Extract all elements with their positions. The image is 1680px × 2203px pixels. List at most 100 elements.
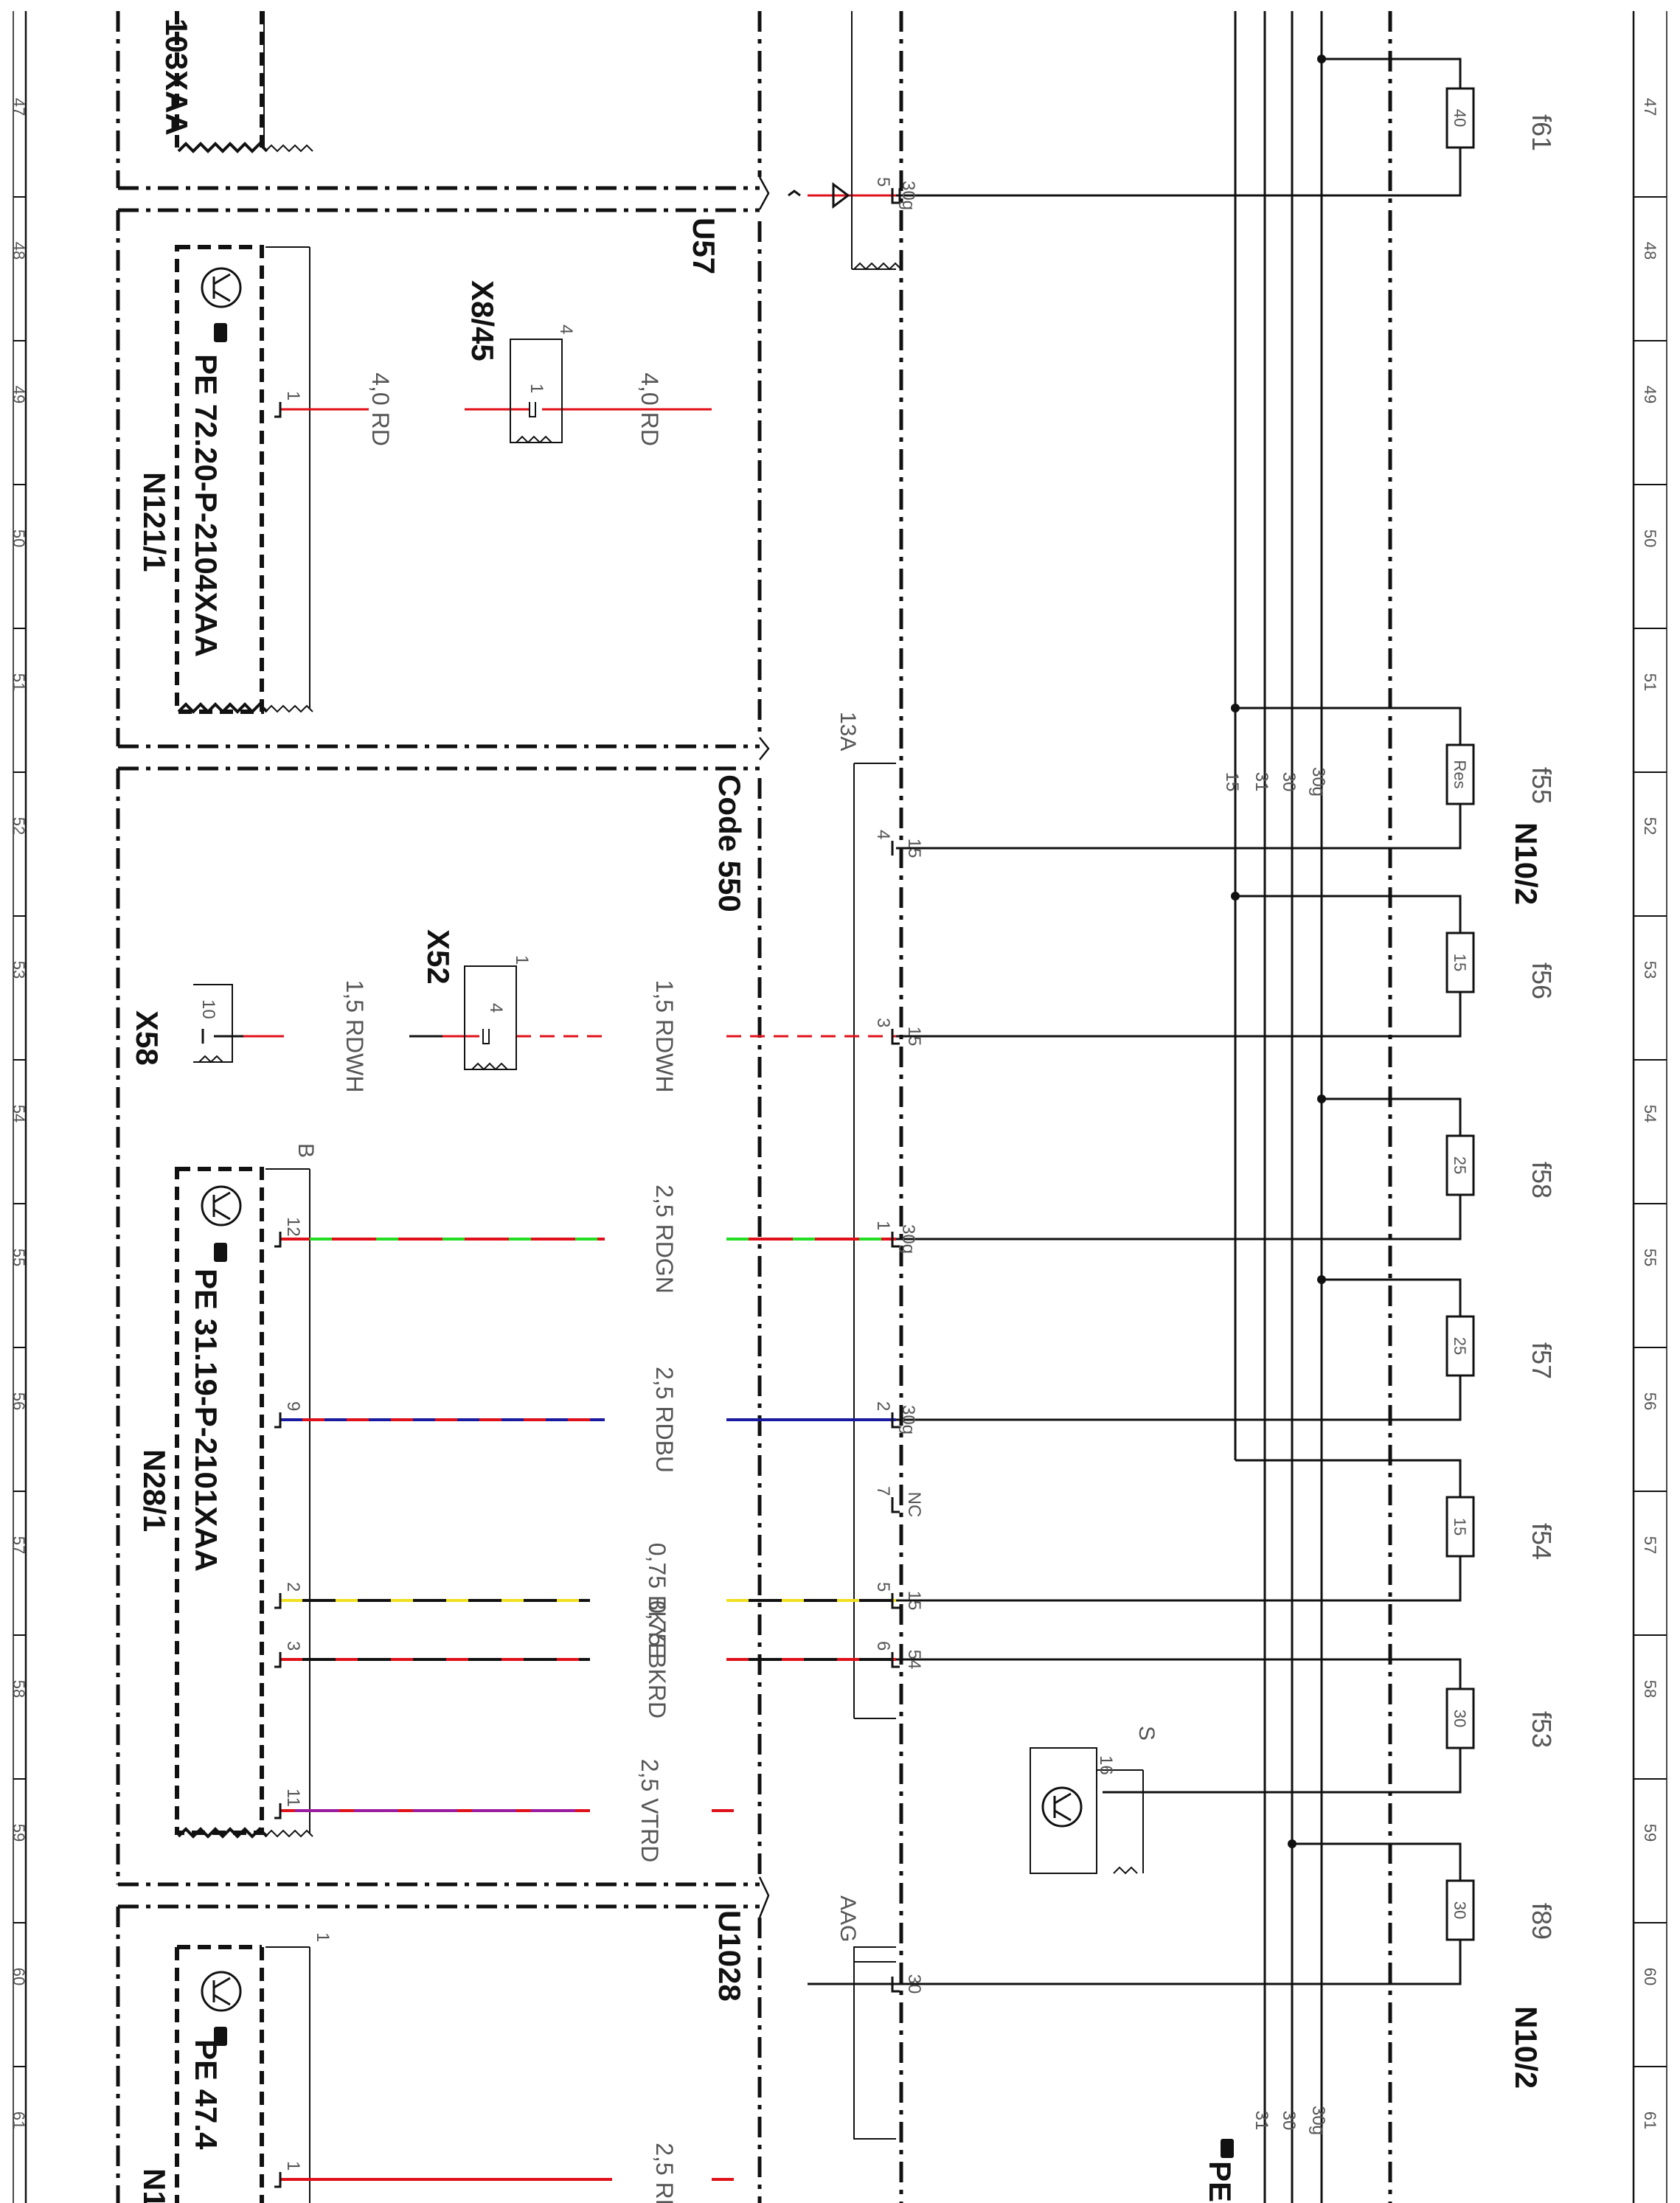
label-aag: AAG [836,1895,860,1942]
grid-label-left-49: 49 [10,386,28,403]
bus-label-bottom-31: 31 [1252,2111,1271,2131]
label-x8-45-pin1: 1 [527,384,546,393]
label-s: S [1134,1726,1159,1741]
fuse-name-f55: f55 [1527,767,1557,804]
grid-label-left-51: 51 [10,673,28,691]
boundary-breaks [758,176,770,1918]
grid-label-left-57: 57 [10,1536,28,1554]
wire-label-49a: 4,0 RD [367,372,394,446]
connector-brackets [851,11,896,2140]
pin-13a-5: 5 [873,1582,893,1592]
label-n121-1-ref: PE 72.20-P-2104XAA [189,354,223,657]
pin-bottom: 1 [283,2161,303,2171]
label-bottom-partial-ref: PE 47.4 [189,2039,223,2150]
term-15-a: 15 [904,839,924,858]
label-n10-2-bottom: N10/2 [1509,2006,1544,2089]
pin-13a-7: 7 [873,1486,893,1496]
fuse-f61 [1445,87,1475,149]
grid-label-left-59: 59 [10,1824,28,1842]
grid-label-left-60: 60 [10,1968,28,1985]
label-13a: 13A [836,712,860,751]
label-n10-2-top: N10/2 [1509,822,1544,905]
grid-label-left-50: 50 [10,530,28,547]
pin-13a-2: 2 [873,1401,893,1411]
label-x52: X52 [421,929,456,985]
grid-label-right-51: 51 [1641,673,1659,691]
grid-label-left-56: 56 [10,1392,28,1410]
pin-n28-3: 3 [283,1641,303,1651]
term-30g-a: 30g [898,181,918,210]
grid-label-left-48: 48 [10,242,28,260]
wire-label-58: 0,75 BKRD [644,1600,670,1718]
fuse-rating-f58: 25 [1451,1156,1469,1174]
fuse-name-f89: f89 [1527,1903,1557,1940]
bus-bars [1234,11,1323,2203]
fuse-name-f56: f56 [1527,962,1557,999]
fuse-rating-f61: 40 [1451,109,1469,127]
bus-label-top-30: 30 [1279,772,1299,792]
fuse-f56 [1445,931,1475,993]
module-boundaries [116,11,1392,2203]
pin-13a-3: 3 [873,1018,893,1027]
grid-label-right-60: 60 [1641,1968,1659,1985]
pin-13a-6: 6 [873,1641,893,1651]
label-n28-1-ref: PE 31.19-P-2101XAA [189,1269,223,1572]
fuse-rating-f89: 30 [1451,1901,1469,1919]
pin-13a-1: 1 [873,1221,893,1230]
wavy-breaks [177,142,268,1839]
grid-label-right-47: 47 [1641,98,1659,116]
grid-label-right-55: 55 [1641,1249,1659,1266]
fuse-f58 [1445,1134,1475,1196]
pin-n121: 1 [283,391,303,400]
label-n28-1-connector: B [294,1143,318,1158]
wire-label-49b: 4,0 RD [636,372,663,446]
label-x58-pin10: 10 [198,999,218,1019]
grid-frame-left [13,11,27,2203]
grid-label-left-52: 52 [10,817,28,835]
label-x52-pin1: 1 [512,955,532,965]
label-s-pin: 16 [1096,1755,1116,1775]
pin-u57: 5 [873,177,893,187]
fuse-f55 [1445,743,1475,805]
wire-label-53a: 1,5 RDWH [341,980,368,1093]
label-103xaa: 103XAA [159,18,194,136]
bus-label-top-15: 15 [1222,772,1242,792]
term-30g-c: 30g [898,1405,918,1434]
fuse-name-f53: f53 [1527,1711,1557,1748]
inline-connectors [193,339,563,1071]
fuse-links [1235,58,1462,1985]
grid-label-right-58: 58 [1641,1680,1659,1698]
grid-label-right-61: 61 [1641,2112,1659,2129]
pin-n28-9: 9 [283,1401,303,1411]
label-u57: U57 [687,218,721,274]
bus-label-bottom-30: 30 [1279,2111,1299,2131]
label-x8-45: X8/45 [465,280,500,361]
fuse-f89 [1445,1879,1475,1941]
label-code-550: Code 550 [712,774,747,912]
pin-n28-2: 2 [283,1582,303,1592]
label-n121-1: N121/1 [137,472,172,572]
terminal-labels: 30g 15 15 30g 30g NC 15 54 30 [898,181,924,1994]
grid-label-right-52: 52 [1641,817,1659,835]
fuse-name-f58: f58 [1527,1162,1557,1198]
terminal-studs [201,188,901,2188]
fuse-name-f61: f61 [1527,114,1557,151]
label-bottom-partial-name: N1 [137,2168,172,2203]
grid-label-right-56: 56 [1641,1392,1659,1410]
wire-label-56: 2,5 RDBU [651,1367,678,1473]
term-15-b: 15 [904,1027,924,1047]
fuse-f53 [1445,1687,1475,1749]
wire-label-61: 2,5 RD [651,2143,678,2203]
bus-label-top-30g: 30g [1308,767,1328,797]
grid-label-left-47: 47 [10,98,28,116]
grid-label-right-48: 48 [1641,242,1659,260]
label-u1028: U1028 [712,1910,747,2002]
grid-label-right-53: 53 [1641,961,1659,979]
label-bottom-pin-top: 1 [313,1932,333,1942]
fuse-rating-f57: 25 [1451,1337,1469,1355]
hand-pointer-icon [214,323,1234,2158]
